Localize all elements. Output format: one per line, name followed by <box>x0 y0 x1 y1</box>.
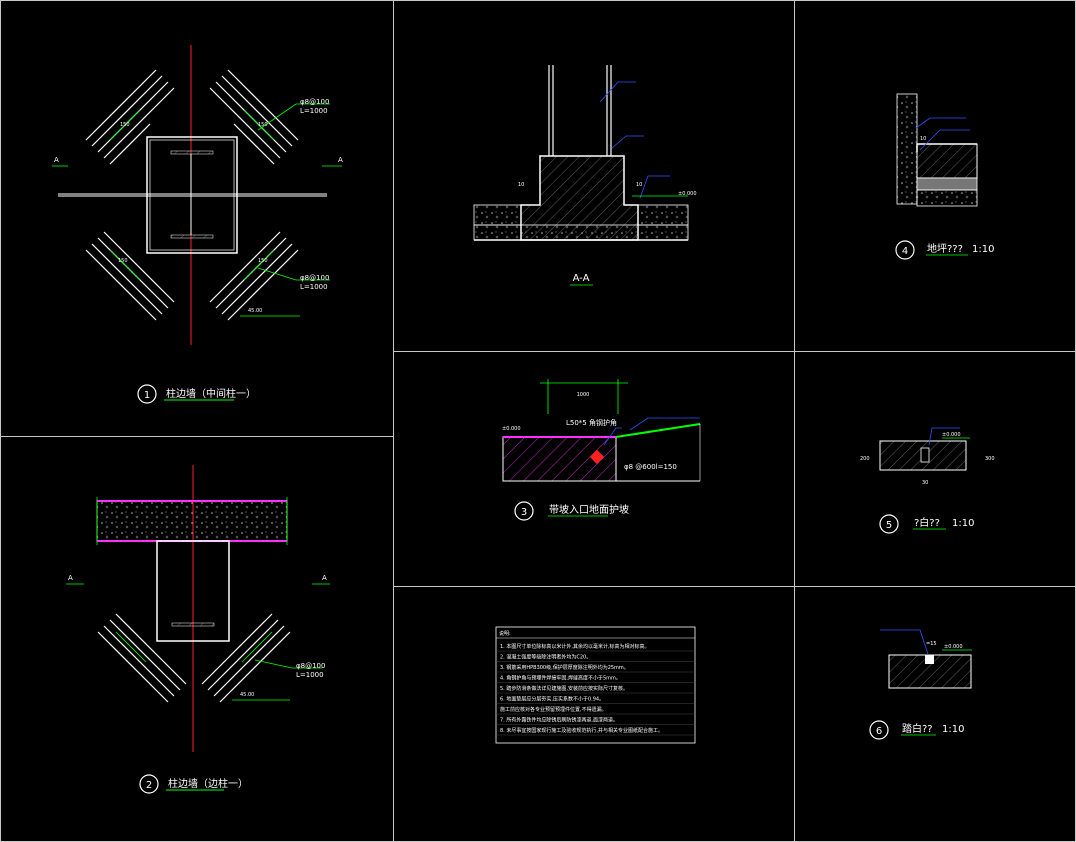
rebar-spec-label-2: φ8@100 <box>300 274 329 282</box>
notes-line: 3. 钢筋采用HPB300级,保护层厚度除注明外均为25mm。 <box>500 664 629 671</box>
section-mark-right: A <box>338 156 343 164</box>
rebar-length-label: L=1000 <box>300 107 328 115</box>
notes-table: 说明: 1. 本图尺寸单位除标高以米计外,其余均以毫米计,标高为相对标高。 2. … <box>495 626 696 744</box>
aa-dim-10-right: 10 <box>636 182 642 188</box>
detail-4-scale: 1:10 <box>972 244 994 255</box>
rebar-spec-label: φ8@100 <box>300 98 329 106</box>
detail-4-floor: 10 4 地坪??? 1:10 <box>895 93 994 260</box>
detail-1-number: 1 <box>144 390 150 401</box>
d3-rebar: φ8 @600l=150 <box>624 463 677 471</box>
detail-5: ±0.000 200 300 30 5 ?白?? 1:10 <box>860 427 995 534</box>
dim-150-b: 150 <box>258 122 268 128</box>
rebar-length-label-3: L=1000 <box>296 671 324 679</box>
notes-line: 6. 地面垫层应分层夯实,压实系数不小于0.94。 <box>500 696 604 703</box>
detail-3-ramp: 1000 ±0.000 L50*5 角钢护角 φ8 @600l=150 3 带坡… <box>502 379 701 521</box>
detail-6-title: 踏白?? <box>902 722 933 735</box>
detail-2-number: 2 <box>146 780 152 791</box>
d5-dim-200: 200 <box>860 456 870 462</box>
angle-note-2: 45.00 <box>240 692 254 698</box>
rebar-length-label-2: L=1000 <box>300 283 328 291</box>
detail-5-scale: 1:10 <box>952 518 974 529</box>
detail-5-title: ?白?? <box>914 516 940 529</box>
notes-line: 2. 混凝土强度等级除注明者外均为C20。 <box>500 654 591 661</box>
d6-dim-15: =15 <box>926 641 937 647</box>
notes-line: 1. 本图尺寸单位除标高以米计外,其余均以毫米计,标高为相对标高。 <box>500 643 650 650</box>
notes-line: 7. 所有外露铁件均应除锈后刷防锈漆两道,面漆两道。 <box>500 717 618 724</box>
detail-3-title: 带坡入口地面护坡 <box>549 503 629 516</box>
section-mark-left: A <box>54 156 59 164</box>
notes-line: 施工前应核对各专业预留预埋件位置,不得遗漏。 <box>500 706 607 713</box>
d3-dim-1000: 1000 <box>577 392 590 398</box>
aa-level: ±0.000 <box>678 191 697 197</box>
section-aa: ±0.000 10 10 A-A <box>473 65 697 286</box>
dim-150-a: 150 <box>120 122 130 128</box>
section-mark-right-2: A <box>322 574 327 582</box>
rebar-spec-label-3: φ8@100 <box>296 662 325 670</box>
d5-dim-300: 300 <box>985 456 995 462</box>
detail-2-plan: φ8@100 L=1000 45.00 A A 2 柱边墙（边柱一） <box>66 465 330 794</box>
dim-150-c: 150 <box>118 258 128 264</box>
detail-1-plan: φ8@100 L=1000 φ8@100 L=1000 45.00 150 15… <box>52 45 343 404</box>
detail-2-title: 柱边墙（边柱一） <box>168 777 248 790</box>
notes-line: 4. 角钢护角与预埋件焊接牢固,焊缝高度不小于5mm。 <box>500 675 621 682</box>
detail-6-number: 6 <box>876 726 882 737</box>
d3-angle-steel: L50*5 角钢护角 <box>566 418 617 427</box>
dim-150-d: 150 <box>258 258 268 264</box>
detail-1-title: 柱边墙（中间柱一） <box>166 387 256 400</box>
detail-5-number: 5 <box>886 520 892 531</box>
notes-line: 8. 未尽事宜按国家现行施工及验收规范执行,并与相关专业图纸配合施工。 <box>500 727 663 734</box>
section-aa-title: A-A <box>573 273 590 284</box>
detail-4-number: 4 <box>902 246 908 257</box>
angle-note: 45.00 <box>248 308 262 314</box>
d4-dim-10: 10 <box>920 136 926 142</box>
notes-heading: 说明: <box>499 630 511 637</box>
detail-3-number: 3 <box>521 507 527 518</box>
d5-level: ±0.000 <box>942 432 961 438</box>
aa-dim-10-left: 10 <box>518 182 524 188</box>
detail-4-title: 地坪??? <box>927 242 963 255</box>
d6-level: ±0.000 <box>944 644 963 650</box>
notes-line: 5. 踏步防滑条做法详见建施图,安装前应按实际尺寸复核。 <box>500 685 628 692</box>
d5-dim-30: 30 <box>922 480 928 486</box>
d3-level: ±0.000 <box>502 426 521 432</box>
detail-6: ±0.000 =15 6 踏白?? 1:10 <box>869 629 972 740</box>
section-mark-left-2: A <box>68 574 73 582</box>
detail-6-scale: 1:10 <box>942 724 964 735</box>
